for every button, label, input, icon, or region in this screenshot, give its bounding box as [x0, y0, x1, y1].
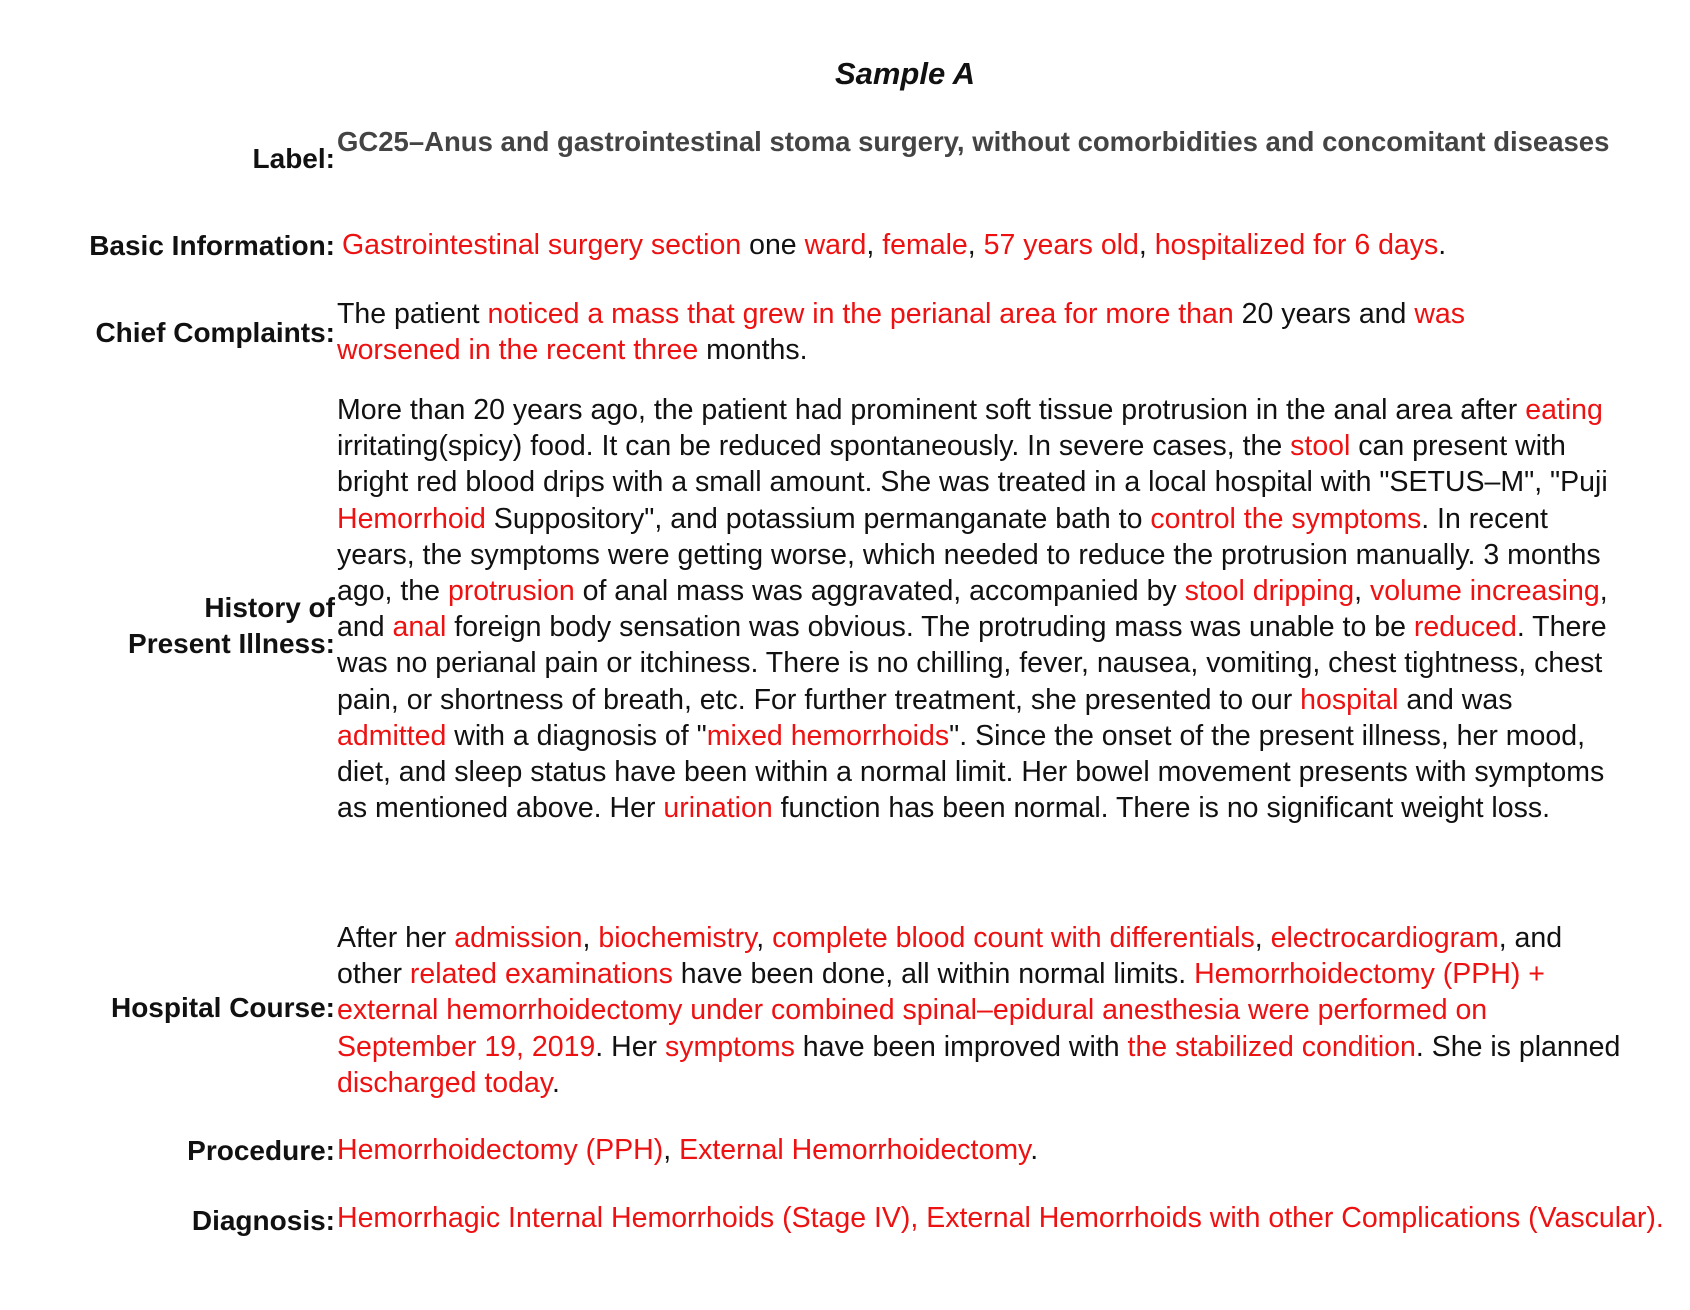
text-segment: After her	[337, 922, 455, 954]
text-segment: ,	[663, 1134, 680, 1166]
highlighted-phrase: control the symptoms	[1150, 502, 1422, 535]
highlighted-phrase: urination	[663, 792, 773, 825]
text-segment: ,	[1138, 229, 1155, 261]
text-segment: one	[741, 229, 805, 261]
text-segment: have been improved with	[794, 1030, 1128, 1063]
text-segment: function has been normal. There is no si…	[772, 792, 1551, 825]
hospital-course-heading: Hospital Course:	[110, 992, 335, 1023]
text-segment: ,	[1254, 922, 1271, 954]
highlighted-phrase: eating	[1525, 394, 1603, 426]
text-segment: ,	[756, 922, 773, 954]
highlighted-phrase: Gastrointestinal surgery section	[342, 229, 742, 261]
highlighted-phrase: complete blood count with differentials	[772, 922, 1255, 954]
text-segment: 20 years and	[1233, 298, 1415, 330]
text-segment: ,	[967, 229, 984, 261]
highlighted-phrase: noticed a mass that grew in the perianal…	[487, 298, 1234, 330]
highlighted-phrase: protrusion	[447, 575, 575, 608]
highlighted-phrase: 57 years old	[983, 229, 1139, 261]
highlighted-phrase: stool	[1290, 430, 1351, 463]
text-segment: . She is planned	[1415, 1030, 1621, 1063]
highlighted-phrase: hospitalized for 6 days	[1154, 229, 1439, 261]
hospital-course-text: After her admission, biochemistry, compl…	[337, 920, 1627, 1101]
chief-complaints-heading: Chief Complaints:	[95, 317, 335, 348]
text-segment: irritating(spicy) food. It can be reduce…	[337, 430, 1291, 463]
highlighted-phrase: External Hemorrhoidectomy	[679, 1134, 1031, 1166]
text-segment: .	[551, 1066, 560, 1099]
procedure-text: Hemorrhoidectomy (PPH), External Hemorrh…	[337, 1132, 1637, 1168]
basic-information-heading: Basic Information:	[89, 230, 335, 261]
text-segment: and was	[1398, 683, 1513, 716]
highlighted-phrase: discharged today	[337, 1066, 552, 1099]
text-segment: . Her	[595, 1030, 665, 1063]
text-segment: Suppository", and potassium permanganate…	[485, 502, 1151, 535]
text-segment: months.	[698, 334, 808, 367]
highlighted-phrase: admission	[454, 922, 583, 954]
highlighted-phrase: related examinations	[409, 958, 673, 991]
text-segment: ,	[1354, 575, 1370, 608]
text-segment: More than 20 years ago, the patient had …	[337, 394, 1526, 426]
text-segment: can present with bright red blood drips …	[337, 430, 1608, 499]
history-heading-text: History of Present Illness:	[128, 592, 335, 659]
highlighted-phrase: admitted	[337, 719, 447, 752]
highlighted-phrase: Hemorrhagic Internal Hemorrhoids (Stage …	[337, 1202, 1664, 1234]
highlighted-phrase: female	[882, 229, 968, 261]
text-segment: . There was no perianal pain or itchines…	[337, 611, 1607, 716]
highlighted-phrase: electrocardiogram	[1270, 922, 1499, 954]
highlighted-phrase: volume increasing	[1369, 575, 1600, 608]
text-segment: The patient	[337, 298, 488, 330]
highlighted-phrase: stool dripping	[1184, 575, 1355, 608]
chief-complaints-text: The patient noticed a mass that grew in …	[337, 296, 1577, 368]
text-segment: ,	[866, 229, 883, 261]
diagnosis-text: Hemorrhagic Internal Hemorrhoids (Stage …	[337, 1200, 1682, 1236]
text-segment: , and	[337, 575, 1608, 644]
text-segment: foreign body sensation was obvious. The …	[446, 611, 1414, 644]
highlighted-phrase: the stabilized condition	[1127, 1030, 1416, 1063]
highlighted-phrase: ward	[804, 229, 867, 261]
text-segment: . In recent years, the symptoms were get…	[337, 502, 1601, 608]
text-segment: with a diagnosis of "	[446, 719, 707, 752]
text-segment: have been done, all within normal limits…	[672, 958, 1195, 991]
highlighted-phrase: hospital	[1300, 683, 1399, 716]
text-segment: , and other	[337, 922, 1563, 991]
highlighted-phrase: anal	[392, 611, 447, 644]
text-segment: .	[1030, 1134, 1039, 1166]
basic-information-text: Gastrointestinal surgery section one war…	[342, 227, 1682, 263]
highlighted-phrase: Hemorrhoidectomy (PPH) + external hemorr…	[337, 958, 1545, 1063]
text-segment: .	[1438, 229, 1447, 261]
procedure-heading: Procedure:	[187, 1135, 335, 1166]
highlighted-phrase: reduced	[1413, 611, 1517, 644]
history-heading-line: History of	[204, 592, 335, 623]
highlighted-phrase: was worsened in the recent three	[337, 298, 1465, 367]
highlighted-phrase: Hemorrhoid	[337, 502, 486, 535]
label-value: GC25–Anus and gastrointestinal stoma sur…	[337, 126, 1610, 157]
text-segment: of anal mass was aggravated, accompanied…	[574, 575, 1185, 608]
highlighted-phrase: Hemorrhoidectomy (PPH)	[337, 1134, 664, 1166]
document-title: Sample A	[834, 56, 976, 91]
highlighted-phrase: symptoms	[664, 1030, 795, 1063]
diagnosis-heading: Diagnosis:	[191, 1205, 335, 1236]
history-heading-line: Present Illness:	[128, 628, 335, 659]
text-segment: ". Since the onset of the present illnes…	[337, 719, 1605, 825]
highlighted-phrase: mixed hemorrhoids	[706, 719, 950, 752]
label-heading: Label:	[252, 143, 335, 174]
history-text: More than 20 years ago, the patient had …	[337, 392, 1627, 826]
history-heading: History of Present Illness:	[128, 590, 335, 662]
highlighted-phrase: biochemistry	[598, 922, 757, 954]
text-segment: ,	[582, 922, 599, 954]
